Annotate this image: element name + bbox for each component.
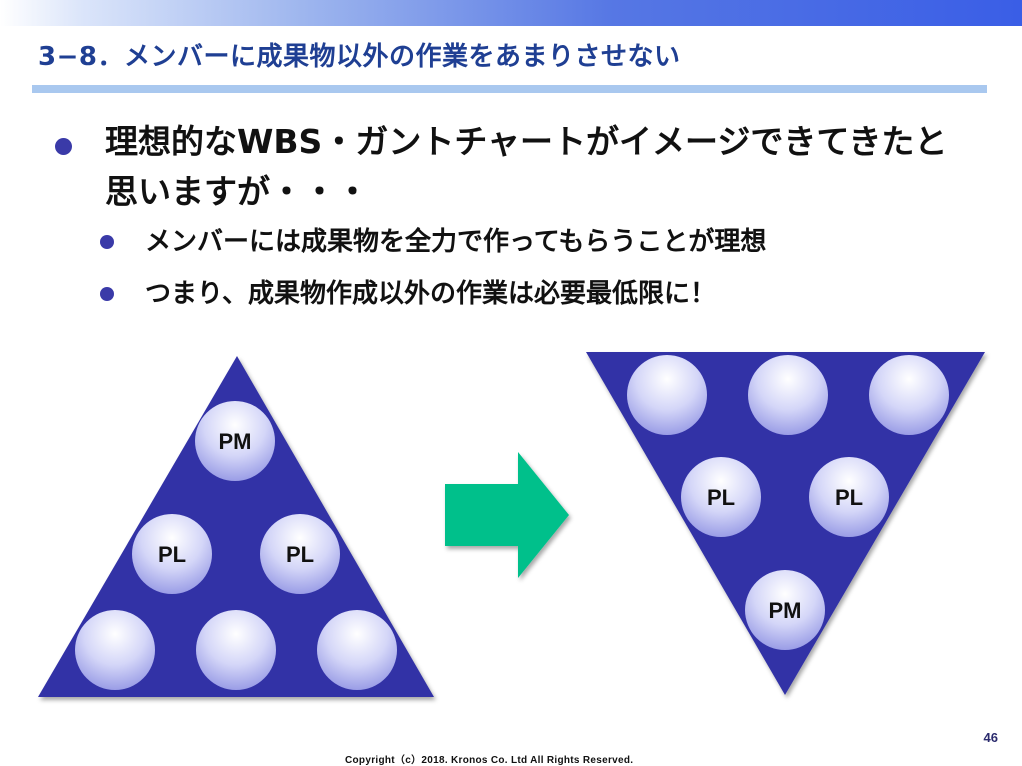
slide-title: 3−8．メンバーに成果物以外の作業をあまりさせない	[38, 42, 681, 72]
circle-label: PL	[158, 542, 186, 567]
right-pyramid-circles: PL PL PM	[627, 355, 949, 650]
sub-bullet: メンバーには成果物を全力で作ってもらうことが理想	[100, 218, 960, 266]
circle-label: PM	[219, 429, 252, 454]
copyright-text: Copyright（c）2018. Kronos Co. Ltd All Rig…	[345, 755, 634, 766]
circle-node	[681, 457, 761, 537]
left-pyramid-triangle	[38, 356, 434, 697]
circle-node	[627, 355, 707, 435]
circle-node	[869, 355, 949, 435]
circle-label: PL	[707, 485, 735, 510]
bullet-dot-icon	[55, 138, 72, 155]
right-pyramid-triangle	[586, 352, 985, 695]
circle-node	[748, 355, 828, 435]
circle-node	[260, 514, 340, 594]
right-arrow-icon	[445, 452, 569, 578]
sub-bullet: つまり、成果物作成以外の作業は必要最低限に！	[100, 270, 960, 318]
bullet-dot-icon	[100, 287, 114, 301]
circle-label: PL	[286, 542, 314, 567]
left-pyramid-circles: PM PL PL	[75, 401, 397, 690]
sub-bullet-text: メンバーには成果物を全力で作ってもらうことが理想	[145, 227, 767, 257]
page-number: 46	[983, 730, 998, 745]
bullet-dot-icon	[100, 235, 114, 249]
circle-node	[809, 457, 889, 537]
circle-node	[195, 401, 275, 481]
main-bullet-text: 理想的なWBS・ガントチャートがイメージできてきたと思いますが・・・	[105, 122, 948, 211]
top-gradient-bar	[0, 0, 1022, 26]
circle-node	[317, 610, 397, 690]
main-bullet: 理想的なWBS・ガントチャートがイメージできてきたと思いますが・・・	[55, 117, 955, 217]
circle-node	[745, 570, 825, 650]
circle-label: PM	[769, 598, 802, 623]
circle-node	[75, 610, 155, 690]
circle-node	[196, 610, 276, 690]
title-underline	[32, 85, 987, 93]
circle-label: PL	[835, 485, 863, 510]
circle-node	[132, 514, 212, 594]
sub-bullet-text: つまり、成果物作成以外の作業は必要最低限に！	[145, 279, 716, 309]
